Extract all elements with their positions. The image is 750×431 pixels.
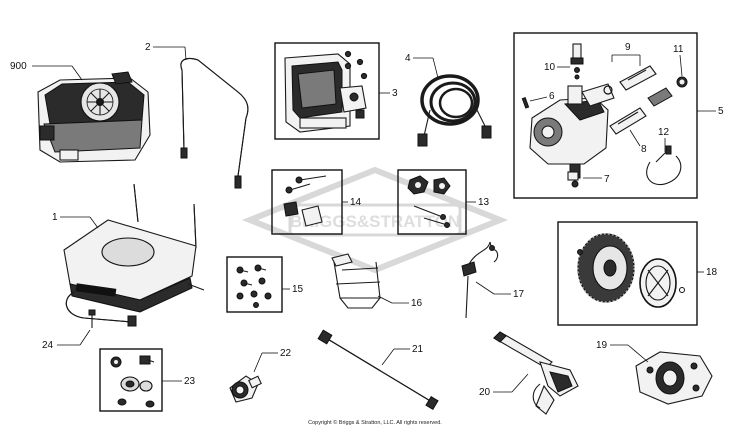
leader-17 — [475, 281, 495, 295]
callout-12: 12 — [658, 127, 670, 138]
cap-part[interactable] — [676, 76, 688, 88]
brand-watermark: BRIGGS&STRATTON — [241, 166, 509, 274]
leader-2b — [184, 46, 187, 61]
callout-7: 7 — [604, 174, 610, 185]
callout-5: 5 — [718, 106, 724, 117]
callout-14: 14 — [350, 197, 362, 208]
thermal-relief-part[interactable] — [609, 87, 673, 135]
leader-22 — [253, 352, 263, 373]
panel-kit-frame — [274, 42, 380, 140]
callout-900: 900 — [10, 61, 27, 72]
callout-15: 15 — [292, 284, 304, 295]
frame-bolt-part[interactable] — [88, 309, 96, 328]
callout-21: 21 — [412, 344, 424, 355]
callout-18: 18 — [706, 267, 718, 278]
callout-16: 16 — [411, 298, 423, 309]
callout-13: 13 — [478, 197, 490, 208]
callout-17: 17 — [513, 289, 525, 300]
spray-gun-part[interactable] — [493, 331, 579, 415]
gun-holder-part[interactable] — [331, 253, 381, 309]
handle-part[interactable] — [180, 57, 249, 189]
hardware-kit-frame — [226, 256, 283, 313]
callout-24: 24 — [42, 340, 54, 351]
callout-11: 11 — [673, 44, 684, 55]
wheel-kit-frame — [557, 221, 698, 326]
callout-2: 2 — [145, 42, 151, 53]
watermark-text: BRIGGS&STRATTON — [290, 212, 460, 231]
control-panel-part[interactable] — [284, 50, 368, 133]
callout-19: 19 — [596, 340, 608, 351]
callout-23: 23 — [184, 376, 196, 387]
callout-6: 6 — [549, 91, 555, 102]
hardware-kit-part[interactable] — [236, 264, 272, 308]
leader-21 — [381, 348, 395, 366]
wand-part[interactable] — [317, 329, 439, 411]
leader-900b — [71, 65, 83, 81]
leader-11 — [679, 54, 683, 77]
leader-1b — [89, 216, 99, 229]
pump-kit-frame — [513, 32, 698, 199]
unloader-valve-part[interactable] — [570, 43, 584, 80]
injector-part[interactable] — [603, 65, 657, 95]
copyright-notice: Copyright © Briggs & Stratton, LLC. All … — [308, 420, 442, 426]
callout-22: 22 — [280, 348, 292, 359]
callout-1: 1 — [52, 212, 58, 223]
hose-part[interactable] — [417, 74, 492, 147]
hubcap-part[interactable] — [639, 258, 685, 308]
nozzle-part[interactable] — [229, 375, 262, 403]
leader-6 — [529, 96, 548, 102]
leader-19b — [627, 344, 649, 363]
callout-8: 8 — [641, 144, 647, 155]
wheel-part[interactable] — [577, 233, 635, 303]
bolt-kit-part[interactable] — [283, 175, 327, 227]
pin-part[interactable] — [521, 96, 530, 109]
engine-part[interactable] — [37, 71, 151, 163]
pump-part[interactable] — [529, 83, 615, 188]
callout-20: 20 — [479, 387, 491, 398]
leader-24b — [79, 329, 91, 346]
callout-9: 9 — [625, 42, 631, 53]
leader-4b — [432, 57, 439, 79]
probe-part[interactable] — [461, 241, 499, 319]
callout-4: 4 — [405, 53, 411, 64]
callout-3: 3 — [392, 88, 398, 99]
bypass-tube-part[interactable] — [646, 145, 682, 186]
knob-kit-part[interactable] — [407, 175, 451, 228]
leader-16 — [377, 295, 393, 304]
pump-plug-part[interactable] — [567, 171, 579, 181]
leader-20b — [511, 373, 529, 393]
axle-kit-frame — [99, 348, 163, 412]
callout-10: 10 — [544, 62, 556, 73]
hose-holder-part[interactable] — [635, 351, 713, 405]
leader-8 — [629, 129, 641, 147]
axle-kit-part[interactable] — [110, 355, 155, 408]
frame-part[interactable] — [63, 183, 205, 327]
